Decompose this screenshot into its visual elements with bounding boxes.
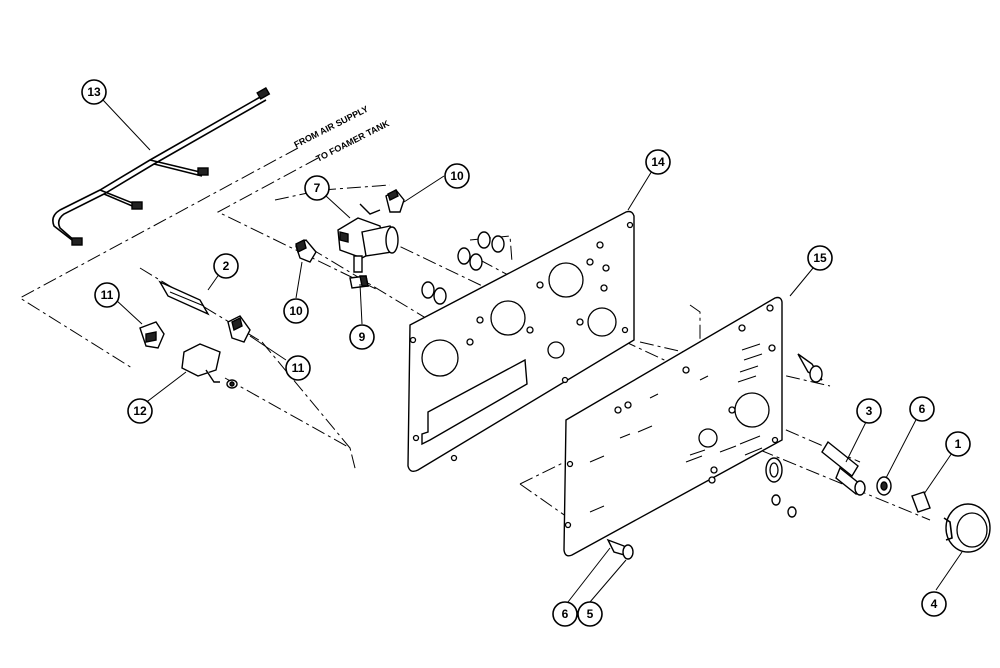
pressure-gauge [943, 503, 991, 553]
callout-3: 3 [856, 398, 882, 424]
street-elbow-right [227, 315, 251, 343]
panel-hole [421, 339, 459, 377]
callout-2-label: 2 [223, 259, 230, 273]
elbow-fitting-lower [295, 238, 317, 263]
callout-6-upper: 6 [909, 396, 935, 422]
callout-11-left: 11 [94, 282, 120, 308]
callout-15-label: 15 [813, 251, 827, 265]
callout-4: 4 [921, 591, 947, 617]
callout-11-right-label: 11 [292, 361, 305, 375]
callout-13-label: 13 [87, 85, 101, 99]
callout-6-lower-label: 6 [562, 607, 569, 621]
callout-10-lower: 10 [283, 298, 309, 324]
callout-10-lower-label: 10 [289, 304, 303, 318]
callout-15: 15 [807, 245, 833, 271]
front-panel [563, 296, 783, 557]
ring-nut [765, 457, 783, 483]
callout-14: 14 [645, 149, 671, 175]
rear-washers [421, 231, 505, 305]
callout-6-lower: 6 [552, 601, 578, 627]
callout-3-label: 3 [866, 404, 873, 418]
callout-7-label: 7 [314, 181, 321, 195]
callout-1-label: 1 [955, 437, 962, 451]
adapter-fitting [876, 476, 892, 496]
bulkhead-fitting-lower [606, 538, 634, 560]
panel-hole [734, 392, 770, 428]
panel-hole [547, 341, 565, 359]
bushing [911, 491, 931, 513]
callout-5: 5 [577, 601, 603, 627]
callout-9: 9 [349, 324, 375, 350]
callout-12-label: 12 [133, 404, 147, 418]
panel-hole [548, 262, 584, 298]
panel-hole [490, 300, 526, 336]
callout-5-label: 5 [587, 607, 594, 621]
gauge-tube [821, 440, 866, 496]
callout-2: 2 [213, 253, 239, 279]
air-supply-note: FROM AIR SUPPLY TO FOAMER TANK [292, 104, 391, 164]
callout-10-upper-label: 10 [450, 169, 464, 183]
callout-1: 1 [945, 431, 971, 457]
callout-10-upper: 10 [444, 163, 470, 189]
elbow-fitting-upper [385, 189, 405, 213]
street-elbow-left [139, 321, 165, 349]
callout-6-upper-label: 6 [919, 402, 926, 416]
rear-panel [407, 210, 635, 473]
callout-7: 7 [304, 175, 330, 201]
callout-12: 12 [127, 398, 153, 424]
plug-fitting [349, 275, 369, 289]
regulator [337, 203, 399, 273]
callout-14-label: 14 [651, 155, 665, 169]
panel-hole [698, 428, 718, 448]
shutoff-valve [181, 343, 238, 389]
panel-hole [587, 307, 617, 337]
callout-4-label: 4 [931, 597, 938, 611]
callout-11-right: 11 [285, 355, 311, 381]
callout-13: 13 [81, 79, 107, 105]
callout-9-label: 9 [359, 330, 366, 344]
small-washers [771, 494, 797, 518]
hose-harness [52, 86, 271, 246]
bulkhead-fitting-upper [797, 353, 823, 383]
callout-11-left-label: 11 [101, 288, 114, 302]
pipe-nipple [158, 280, 210, 316]
